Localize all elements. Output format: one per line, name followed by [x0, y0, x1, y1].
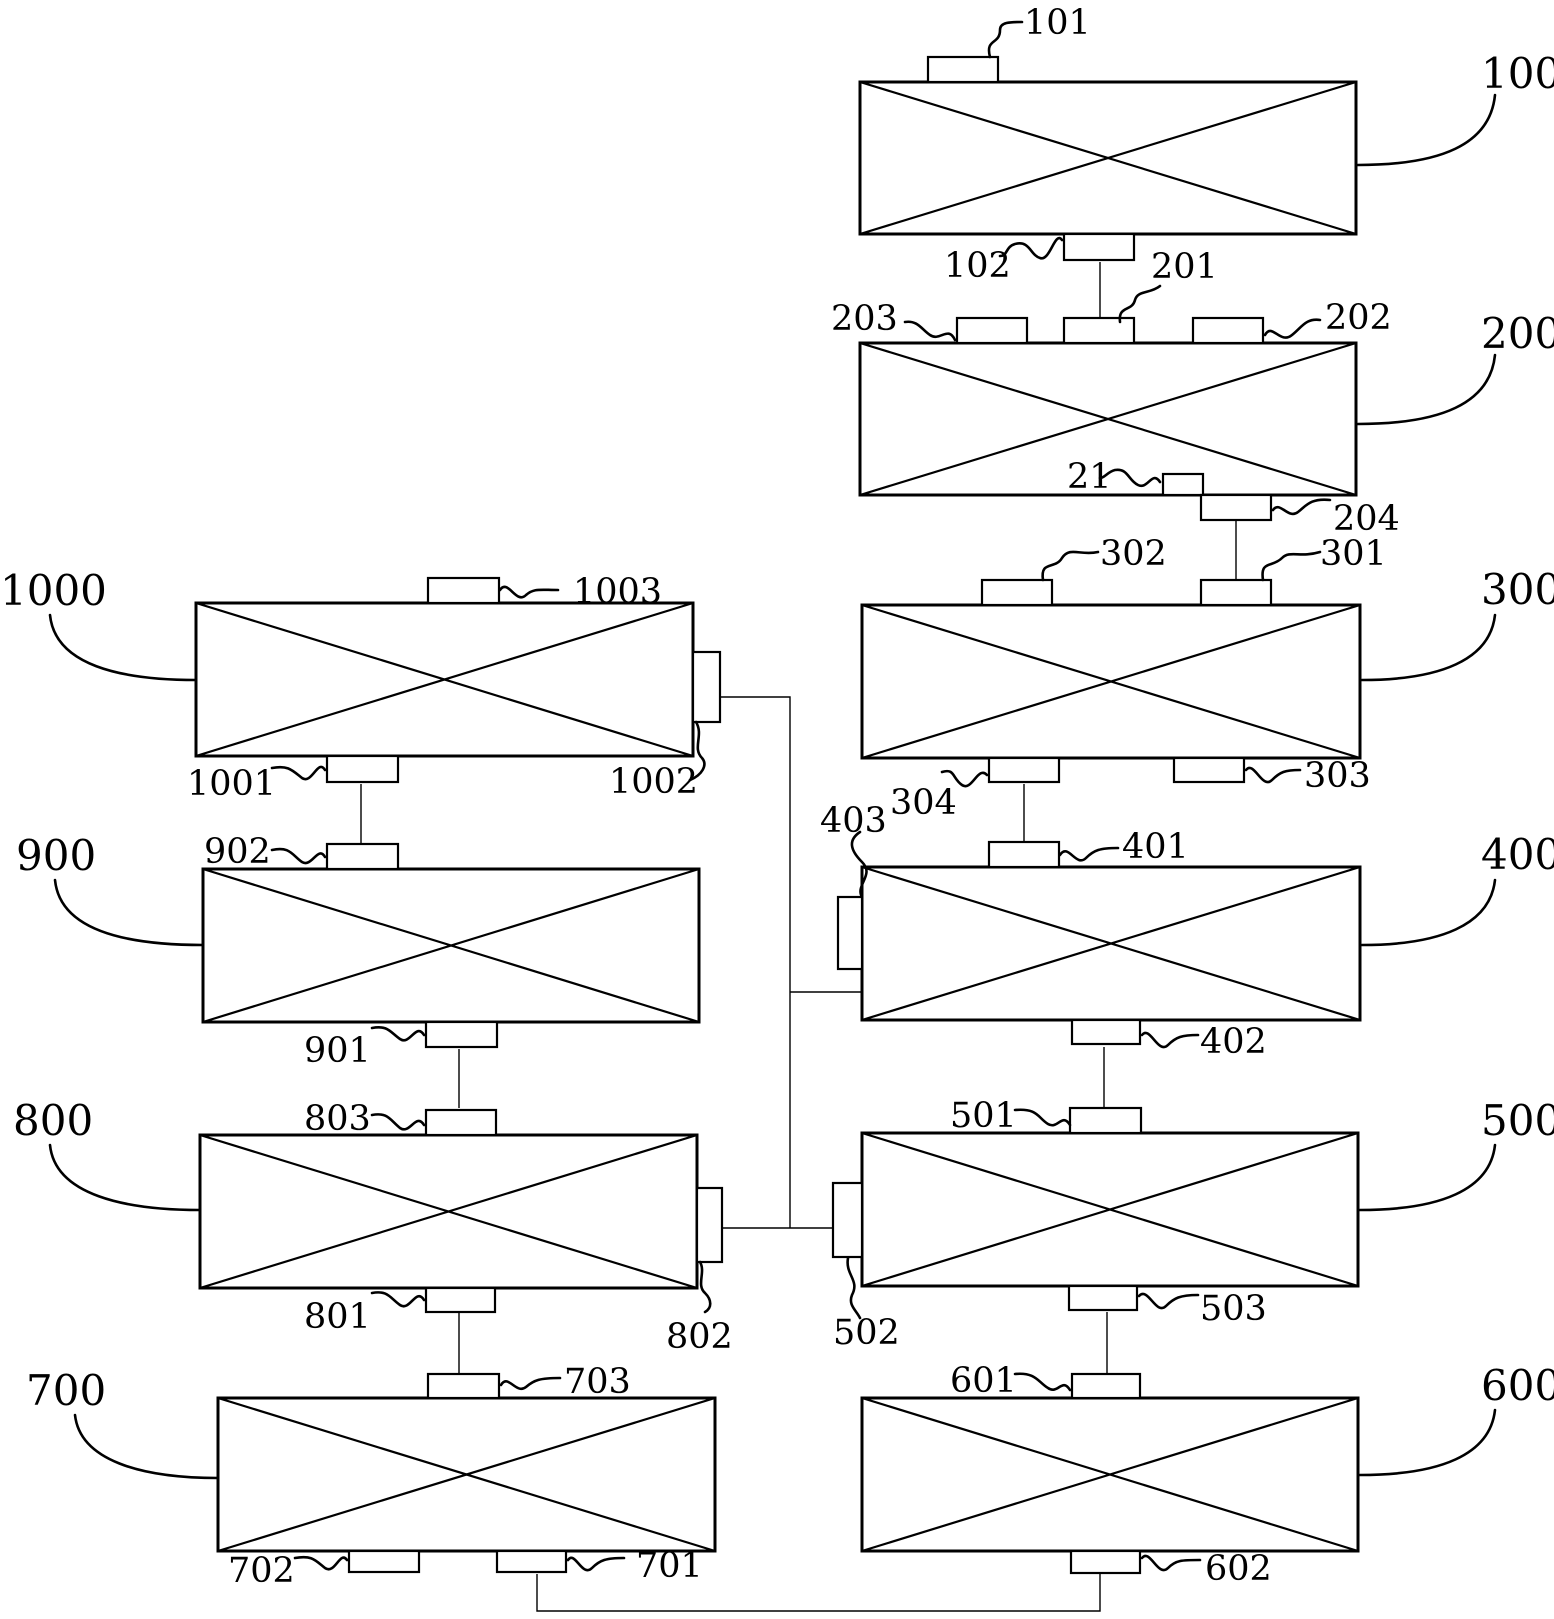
port-602-label: 602 — [1205, 1549, 1272, 1589]
port-304 — [987, 756, 1061, 784]
port-1003-label: 1003 — [573, 572, 662, 612]
port-203-label: 203 — [831, 299, 898, 339]
unit-700 — [216, 1396, 717, 1553]
unit-900 — [201, 867, 701, 1024]
unit-100 — [858, 80, 1358, 236]
unit-100-label: 100 — [1481, 49, 1554, 98]
unit-200-label: 200 — [1481, 309, 1554, 358]
port-304-label: 304 — [890, 783, 957, 823]
unit-600-label: 600 — [1481, 1361, 1554, 1410]
port-601 — [1070, 1372, 1142, 1400]
port-1001 — [325, 754, 400, 784]
port-21 — [1161, 472, 1205, 497]
unit-1000 — [194, 601, 695, 758]
unit-500-label: 500 — [1481, 1096, 1554, 1145]
port-1001-label: 1001 — [187, 764, 276, 804]
port-802 — [695, 1186, 724, 1264]
port-204-label: 204 — [1333, 499, 1400, 539]
wire-701-602 — [536, 1573, 1101, 1612]
port-101 — [926, 55, 1000, 84]
port-303-label: 303 — [1304, 756, 1371, 796]
port-802-label: 802 — [666, 1317, 733, 1357]
connection-wires — [360, 262, 1237, 1612]
port-503 — [1067, 1284, 1139, 1312]
unit-800-label: 800 — [13, 1096, 93, 1145]
unit-400-label: 400 — [1481, 830, 1554, 879]
unit-300 — [860, 603, 1362, 760]
port-602 — [1069, 1549, 1142, 1575]
port-204 — [1199, 493, 1273, 522]
port-202 — [1191, 316, 1265, 345]
port-301-label: 301 — [1320, 534, 1387, 574]
port-503-label: 503 — [1200, 1289, 1267, 1329]
unit-600 — [860, 1396, 1360, 1553]
unit-1000-label: 1000 — [0, 566, 107, 615]
port-501 — [1068, 1106, 1143, 1135]
unit-300-label: 300 — [1481, 565, 1554, 614]
unit-400 — [860, 865, 1362, 1022]
port-702 — [347, 1549, 421, 1574]
port-302-label: 302 — [1100, 534, 1167, 574]
port-203 — [955, 316, 1029, 345]
ports — [325, 55, 1273, 1575]
port-801 — [424, 1286, 497, 1314]
port-403 — [836, 895, 864, 971]
unit-800 — [198, 1133, 699, 1290]
port-201-label: 201 — [1151, 247, 1218, 287]
port-401 — [987, 840, 1061, 869]
port-403-label: 403 — [820, 801, 887, 841]
port-901 — [424, 1020, 499, 1049]
port-301 — [1199, 578, 1273, 607]
unit-700-label: 700 — [26, 1366, 106, 1415]
port-502-label: 502 — [833, 1313, 900, 1353]
wire-1002-bus — [720, 696, 791, 1228]
port-1003 — [426, 576, 501, 605]
port-902 — [325, 842, 400, 871]
port-703-label: 703 — [564, 1362, 631, 1402]
port-601-label: 601 — [950, 1361, 1017, 1401]
port-201 — [1062, 316, 1136, 345]
port-501-label: 501 — [950, 1096, 1017, 1136]
port-801-label: 801 — [304, 1297, 371, 1337]
port-leaders — [270, 20, 1332, 1572]
port-402-label: 402 — [1200, 1022, 1267, 1062]
port-101-label: 101 — [1024, 3, 1091, 43]
port-901-label: 901 — [304, 1031, 371, 1071]
port-303 — [1172, 756, 1246, 784]
port-1002 — [691, 650, 722, 724]
port-703 — [426, 1372, 501, 1400]
port-labels: 101 102 201 202 203 204 21 301 302 303 3… — [187, 3, 1400, 1591]
port-701-label: 701 — [636, 1546, 703, 1586]
port-21-label: 21 — [1067, 457, 1112, 497]
port-302 — [980, 578, 1054, 607]
port-702-label: 702 — [228, 1551, 295, 1591]
port-202-label: 202 — [1325, 298, 1392, 338]
port-402 — [1070, 1018, 1142, 1046]
port-502 — [831, 1181, 864, 1259]
port-1002-label: 1002 — [609, 762, 698, 802]
port-102 — [1062, 232, 1136, 262]
unit-300-box — [860, 603, 1362, 760]
port-803 — [424, 1108, 498, 1137]
port-902-label: 902 — [204, 832, 271, 872]
port-401-label: 401 — [1122, 827, 1189, 867]
unit-900-label: 900 — [16, 831, 96, 880]
unit-leaders — [48, 93, 1497, 1480]
port-701 — [495, 1549, 568, 1574]
unit-labels: 100 200 300 400 500 600 700 800 900 1000 — [0, 49, 1554, 1415]
port-102-label: 102 — [944, 246, 1011, 286]
unit-500 — [860, 1131, 1360, 1288]
port-803-label: 803 — [304, 1099, 371, 1139]
